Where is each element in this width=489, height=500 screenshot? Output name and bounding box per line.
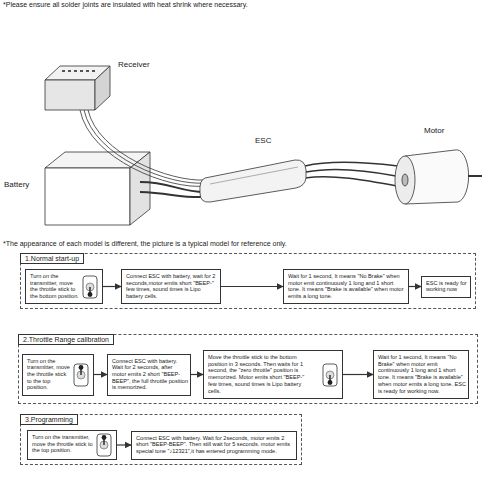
esc-body — [200, 160, 306, 202]
step-text: Turn on the transmitter, move the thrott… — [30, 273, 80, 300]
procedure-section: 1.Normal start-upTurn on the transmitter… — [20, 253, 476, 309]
battery-side — [130, 152, 150, 225]
receiver-lead — [80, 110, 205, 186]
motor-lead — [306, 169, 396, 176]
battery-front — [45, 168, 130, 225]
battery-lead — [140, 192, 205, 197]
step-text: Connect ESC with battery, wait for 2 sec… — [126, 273, 218, 300]
receiver-lead — [88, 110, 205, 180]
flow-arrow — [221, 286, 283, 287]
step-box: Connect ESC with battery, wait for 2 sec… — [121, 269, 221, 304]
step-box: Move the throttle stick to the bottom po… — [203, 350, 343, 399]
step-box: Wait for 1 second, It means "No Brake" w… — [373, 350, 469, 399]
step-box: Connect ESC with battery. Wait for 2seco… — [131, 431, 297, 460]
step-box: Turn on the transmitter, move the thrott… — [25, 269, 103, 304]
motor-end — [395, 156, 415, 204]
pin — [92, 70, 95, 72]
gimbal-frame — [323, 364, 337, 386]
note-text: *Please ensure all solder joints are ins… — [3, 1, 248, 8]
part-label: ESC — [255, 136, 271, 145]
flow-arrow — [409, 286, 421, 287]
motor-drawing — [395, 150, 482, 204]
part-label: Battery — [4, 180, 29, 189]
pin — [86, 70, 89, 72]
step-box: Turn on the transmitter, move the thrott… — [22, 354, 94, 396]
motor-lead — [305, 162, 398, 166]
procedure-section: 3.ProgrammingTurn on the transmitter, mo… — [20, 414, 302, 465]
note-text: *The appearance of each model is differe… — [3, 240, 287, 247]
flow-arrow — [191, 374, 203, 375]
throttle-stick-icon — [322, 363, 338, 387]
procedure-section: 2.Throttle Range calibrationTurn on the … — [18, 334, 478, 404]
stick-knob — [328, 380, 333, 385]
part-label: Motor — [424, 126, 444, 135]
gimbal-frame — [83, 276, 97, 298]
step-text: ESC is ready for working now — [426, 280, 468, 293]
step-box: Turn on the transmitter, move the thrott… — [27, 430, 117, 460]
flow-arrow — [94, 374, 107, 375]
section-heading: 2.Throttle Range calibration — [18, 334, 114, 345]
flow-arrow — [103, 286, 121, 287]
step-box: Wait for 1 second, It means "No Brake" w… — [283, 269, 409, 304]
esc-drawing — [200, 160, 306, 202]
step-text: Connect ESC with battery. Wait for 2 sec… — [112, 358, 188, 392]
receiver-side — [95, 66, 110, 110]
throttle-stick-icon — [73, 363, 89, 387]
flow-arrow — [117, 444, 131, 445]
step-text: Turn on the transmitter, move the thrott… — [27, 358, 71, 392]
step-box: Connect ESC with battery. Wait for 2 sec… — [107, 354, 191, 396]
receiver-front — [45, 80, 95, 110]
step-text: Connect ESC with battery. Wait for 2seco… — [136, 435, 294, 455]
section-heading: 1.Normal start-up — [20, 253, 84, 264]
battery-drawing — [45, 152, 150, 225]
throttle-stick-icon — [82, 275, 98, 299]
receiver-lead — [84, 110, 205, 183]
flow-arrow — [343, 374, 373, 375]
pin — [80, 70, 83, 72]
step-text: Wait for 1 second, It means "No Brake" w… — [378, 354, 466, 394]
part-label: Receiver — [118, 60, 150, 69]
motor-shaft — [468, 175, 482, 177]
stick-knob — [79, 365, 84, 370]
receiver-drawing — [45, 66, 110, 110]
esc-highlight — [210, 167, 298, 184]
gimbal-frame — [74, 364, 88, 386]
stick-knob — [88, 292, 93, 297]
gimbal-frame — [97, 434, 111, 456]
throttle-stick-icon — [96, 433, 112, 457]
motor-lead — [305, 177, 397, 186]
pin — [68, 70, 71, 72]
step-text: Wait for 1 second, It means "No Brake" w… — [288, 273, 406, 300]
motor-bearing — [402, 174, 408, 186]
step-text: Move the throttle stick to the bottom po… — [208, 354, 312, 394]
section-heading: 3.Programming — [20, 414, 78, 425]
pin — [62, 70, 65, 72]
step-box: ESC is ready for working now — [421, 276, 471, 298]
stick-knob — [102, 435, 107, 440]
receiver-pins — [62, 70, 95, 72]
pin — [74, 70, 77, 72]
battery-lead — [140, 182, 205, 192]
step-text: Turn on the transmitter, move the thrott… — [32, 434, 94, 454]
